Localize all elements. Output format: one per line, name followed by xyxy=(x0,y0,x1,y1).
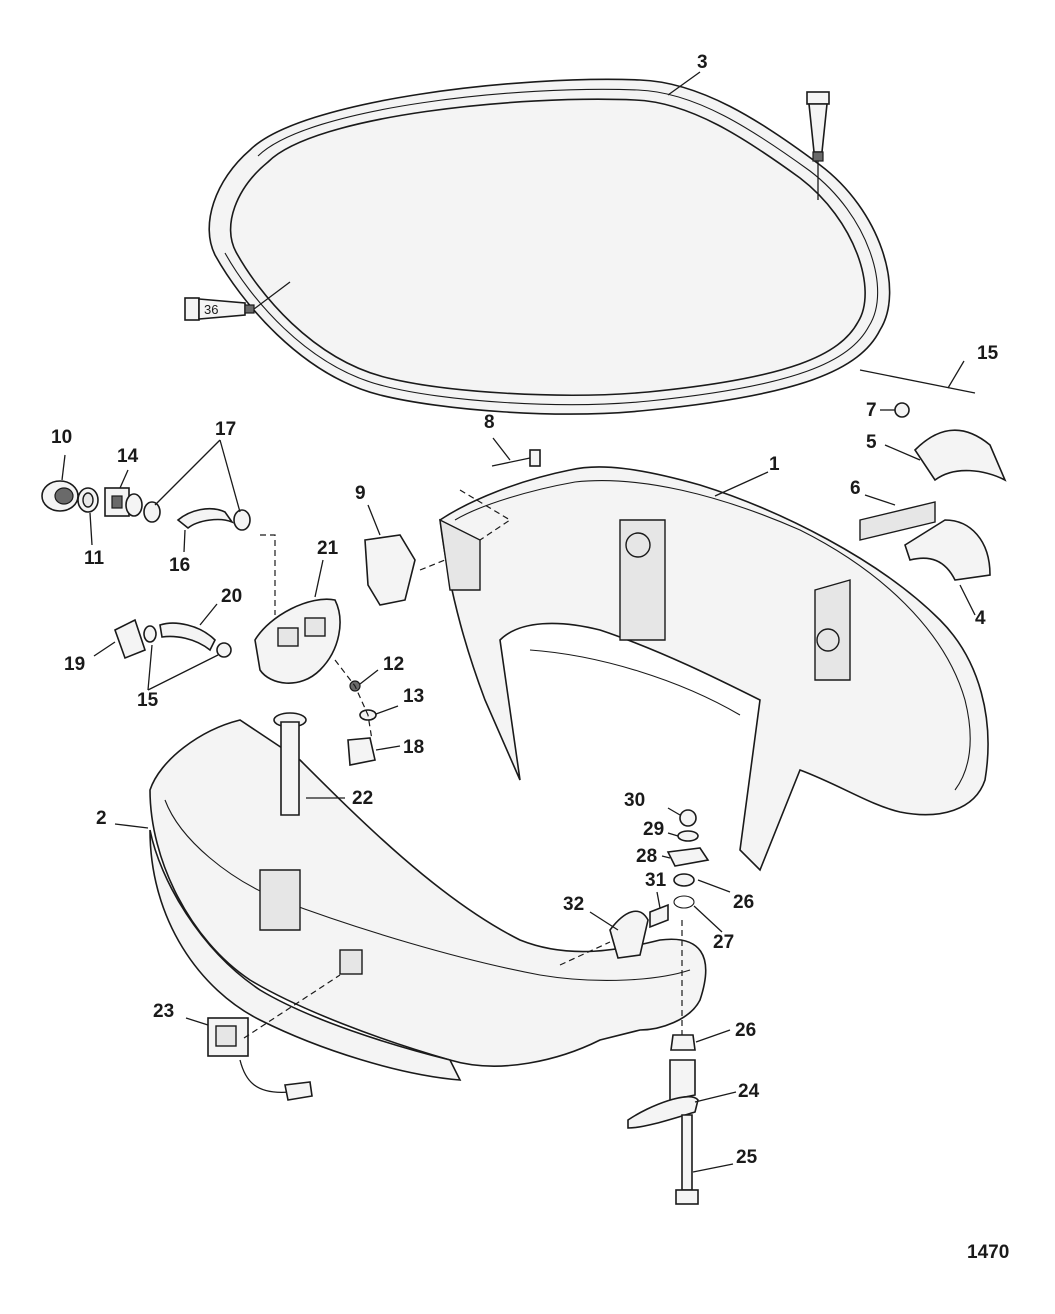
callout-3: 3 xyxy=(697,52,708,73)
callout-14: 14 xyxy=(117,446,139,467)
callout-7: 7 xyxy=(866,400,877,421)
callout-1: 1 xyxy=(769,454,780,475)
callout-29: 29 xyxy=(643,819,664,840)
sealant-tube-36: 36 xyxy=(184,281,291,321)
callout-31: 31 xyxy=(645,870,667,891)
callout-17: 17 xyxy=(215,419,236,440)
callout-26-upper: 26 xyxy=(733,892,754,913)
callout-18: 18 xyxy=(403,737,424,758)
callout-9: 9 xyxy=(355,483,366,504)
callout-30: 30 xyxy=(624,790,645,811)
parts-8-9 xyxy=(364,449,541,606)
callout-15-left: 15 xyxy=(137,690,159,711)
parts-23-26-lower xyxy=(207,1017,699,1205)
callout-labels: 3 1 2 4 5 6 7 8 9 10 11 12 13 14 15 15 1… xyxy=(51,52,999,1168)
callout-32: 32 xyxy=(563,894,584,915)
callout-2: 2 xyxy=(96,808,107,829)
callout-5: 5 xyxy=(866,432,877,453)
callout-21: 21 xyxy=(317,538,339,559)
figure-number: 1470 xyxy=(967,1242,1009,1263)
parts-19-20 xyxy=(114,618,232,660)
callout-4: 4 xyxy=(975,608,986,629)
callout-13: 13 xyxy=(403,686,424,707)
callout-28: 28 xyxy=(636,846,657,867)
parts-4-5-6-7 xyxy=(859,369,1007,581)
part-22-tube xyxy=(273,712,345,816)
parts-12-13-18 xyxy=(347,680,377,766)
callout-16: 16 xyxy=(169,555,190,576)
sealant-tube-top xyxy=(806,91,830,200)
callout-20: 20 xyxy=(221,586,242,607)
callout-25: 25 xyxy=(736,1147,758,1168)
callout-22: 22 xyxy=(352,788,373,809)
parts-26-31-hardware xyxy=(609,809,710,959)
parts-10-11-14 xyxy=(41,480,143,517)
callout-19: 19 xyxy=(64,654,85,675)
callout-24: 24 xyxy=(738,1081,760,1102)
callout-27: 27 xyxy=(713,932,734,953)
callout-15-top: 15 xyxy=(977,343,999,364)
callout-23: 23 xyxy=(153,1001,174,1022)
parts-16-17-hose-clamps xyxy=(143,501,251,531)
callout-8: 8 xyxy=(484,412,495,433)
part-3-seal xyxy=(208,78,891,415)
callout-10: 10 xyxy=(51,427,72,448)
part-1-lower-cowl-starboard xyxy=(439,466,989,872)
dashed-assembly-lines xyxy=(243,489,683,1039)
part-21-bracket xyxy=(254,598,341,684)
callout-12: 12 xyxy=(383,654,404,675)
leader-lines xyxy=(61,71,976,1173)
callout-6: 6 xyxy=(850,478,861,499)
callout-11: 11 xyxy=(84,548,105,569)
sealant-tube-label: 36 xyxy=(204,302,218,317)
callout-26-lower: 26 xyxy=(735,1020,756,1041)
